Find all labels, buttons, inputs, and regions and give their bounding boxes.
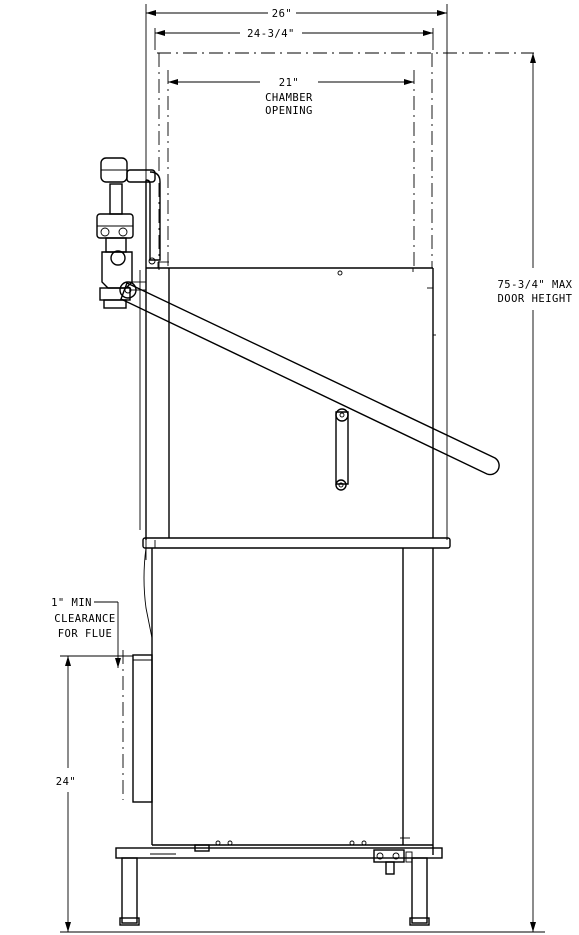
hood-upper-section <box>139 180 436 540</box>
clearance-line1: 1" MIN <box>51 597 92 609</box>
door-lift-handle <box>119 281 500 491</box>
dimension-chamber-opening: 21" CHAMBER OPENING <box>167 70 415 268</box>
overall-width-label: 26" <box>272 8 292 20</box>
door-height-value: 75-3/4" MAX <box>497 279 572 291</box>
dimension-base-height: 24" <box>56 655 133 932</box>
chamber-label-line2: OPENING <box>265 105 313 117</box>
chamber-width-label: 21" <box>279 77 299 89</box>
door-height-label: DOOR HEIGHT <box>497 293 572 305</box>
dimension-door-width: 24-3/4" <box>154 28 434 50</box>
vacuum-breaker-plumbing <box>96 157 161 309</box>
chamber-label-line1: CHAMBER <box>265 92 313 104</box>
base-height-label: 24" <box>56 776 76 788</box>
door-outline-raised <box>157 52 534 270</box>
dimension-flue-clearance: 1" MIN CLEARANCE FOR FLUE <box>51 597 124 800</box>
dimension-door-height: 75-3/4" MAX DOOR HEIGHT <box>497 53 572 932</box>
stand-legs <box>115 844 443 926</box>
door-ledge <box>142 537 451 549</box>
clearance-line2: CLEARANCE <box>54 613 115 625</box>
clearance-line3: FOR FLUE <box>58 628 113 640</box>
door-width-label: 24-3/4" <box>247 28 295 40</box>
lower-cabinet <box>132 547 434 855</box>
